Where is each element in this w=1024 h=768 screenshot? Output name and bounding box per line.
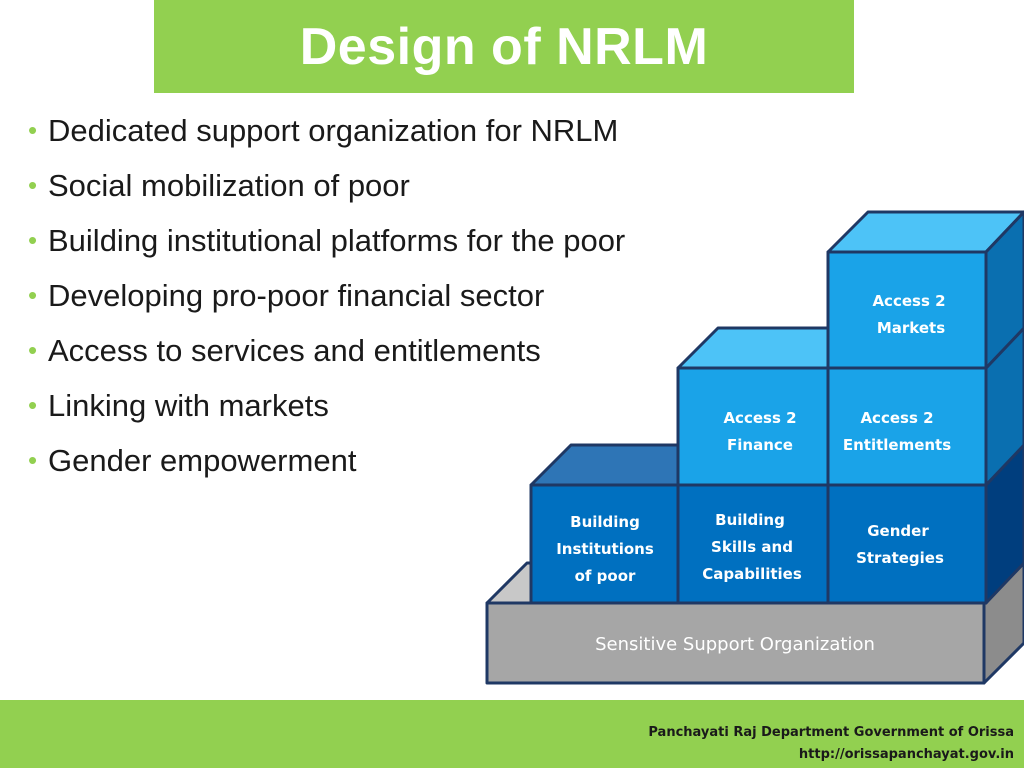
block-label-line: Access 2 [723, 409, 796, 427]
bullet-icon: • [28, 225, 38, 255]
block-label-line: Building [570, 513, 640, 531]
bullet-item: • Developing pro-poor financial sector [28, 277, 718, 314]
block-label-line: Entitlements [843, 436, 951, 454]
block-label-line: of poor [575, 567, 636, 585]
block-access-markets [826, 250, 988, 370]
bullet-item: • Gender empowerment [28, 442, 718, 479]
block-label-line: Strategies [856, 549, 944, 567]
block-label-line: Finance [727, 436, 793, 454]
bullet-icon: • [28, 280, 38, 310]
bullet-list: • Dedicated support organization for NRLM… [28, 112, 718, 497]
bullet-text: Gender empowerment [48, 443, 357, 478]
block-gender-strategies [826, 483, 988, 605]
block-label-line: Capabilities [702, 565, 802, 583]
block-label-line: Access 2 [860, 409, 933, 427]
block-label-line: Access 2 [872, 292, 945, 310]
bullet-item: • Building institutional platforms for th… [28, 222, 718, 259]
block-label-line: Markets [877, 319, 945, 337]
footer-department: Panchayati Raj Department Government of … [648, 725, 1014, 740]
row2-top [676, 326, 830, 370]
bullet-text: Linking with markets [48, 388, 329, 423]
bullet-icon: • [28, 390, 38, 420]
bullet-icon: • [28, 445, 38, 475]
block-label-line: Gender [867, 522, 929, 540]
bullet-icon: • [28, 115, 38, 145]
block-label-line: Building [715, 511, 785, 529]
bullet-item: • Linking with markets [28, 387, 718, 424]
bullet-item: • Social mobilization of poor [28, 167, 718, 204]
block-building-institutions [529, 483, 680, 605]
slide-title: Design of NRLM [299, 17, 709, 76]
bullet-icon: • [28, 335, 38, 365]
bullet-icon: • [28, 170, 38, 200]
bullet-text: Dedicated support organization for NRLM [48, 113, 619, 148]
footer-url: http://orissapanchayat.gov.in [798, 747, 1014, 762]
footer-bar: Panchayati Raj Department Government of … [0, 700, 1024, 768]
bullet-text: Social mobilization of poor [48, 168, 410, 203]
block-building-skills [676, 483, 830, 605]
block-label-line: Institutions [556, 540, 654, 558]
bullet-item: • Dedicated support organization for NRLM [28, 112, 718, 149]
title-bar: Design of NRLM [154, 0, 854, 93]
block-label-line: Skills and [711, 538, 793, 556]
block-access-entitlements [826, 366, 988, 487]
bullet-item: • Access to services and entitlements [28, 332, 718, 369]
bullet-text: Building institutional platforms for the… [48, 223, 626, 258]
bullet-text: Developing pro-poor financial sector [48, 278, 545, 313]
base-label: Sensitive Support Organization [595, 634, 875, 655]
bullet-text: Access to services and entitlements [48, 333, 541, 368]
